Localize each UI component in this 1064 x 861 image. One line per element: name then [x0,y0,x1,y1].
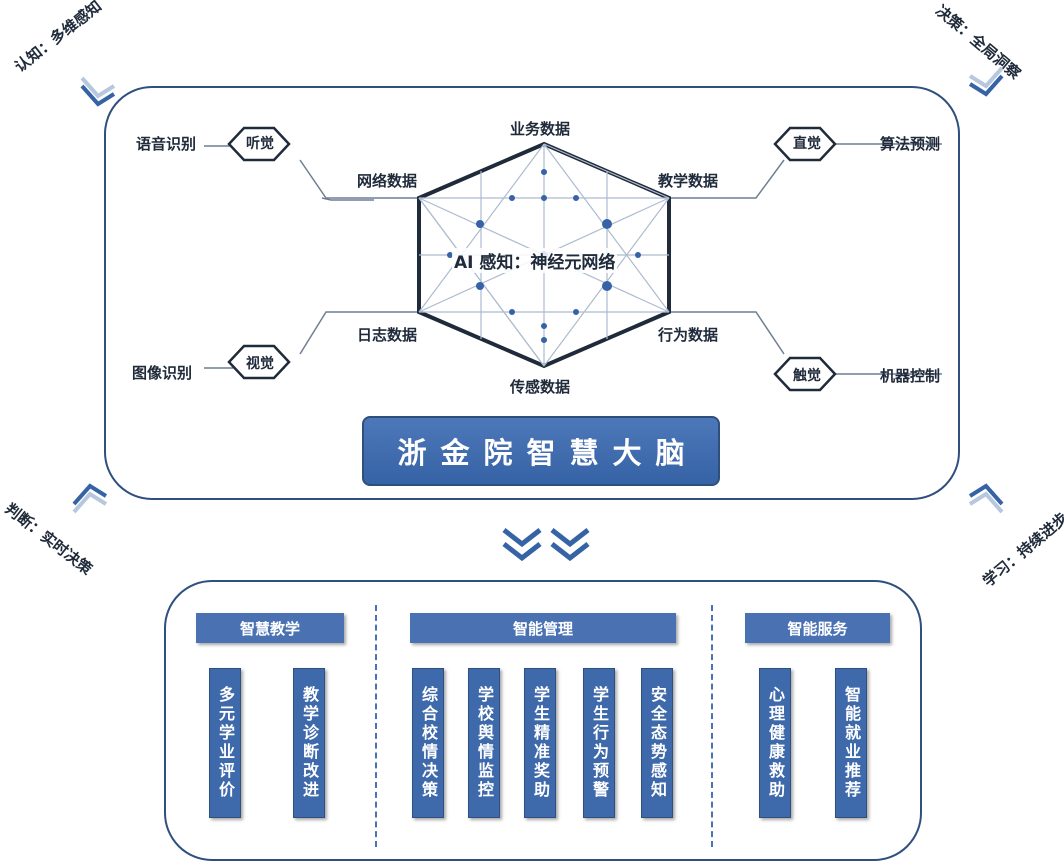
intuition-hexagon [773,126,837,162]
category-smart-management: 智能管理 [410,613,676,643]
item-opinion-monitoring: 学校舆情监控 [468,668,500,818]
category-smart-service: 智能服务 [745,613,890,643]
brain-title: 浙金院智慧大脑 [397,436,699,470]
data-label-business: 业务数据 [510,120,571,138]
sense-touch-label: 触觉 [793,368,821,384]
network-center-label: AI 感知：神经元网络 [452,248,618,273]
data-label-log: 日志数据 [357,326,418,344]
down-chevrons-icon [502,528,590,562]
brain-title-box: 浙金院智慧大脑 [362,416,720,486]
chevron-bottom-left-icon [72,483,108,514]
sense-vision-function: 图像识别 [132,364,193,382]
chevron-bottom-right-icon [968,483,1004,514]
chevron-top-right-icon [968,66,1004,97]
hearing-hexagon [227,126,291,162]
sense-intuition-label: 直觉 [793,136,821,152]
item-mental-health: 心理健康救助 [759,668,791,818]
divider-right [711,605,713,847]
touch-hexagon [773,356,837,392]
sense-vision-label: 视觉 [246,356,274,372]
item-diverse-evaluation: 多元学业评价 [209,668,241,818]
divider-left [375,605,377,847]
vision-hexagon [227,344,291,380]
sense-hearing-function: 语音识别 [136,135,197,153]
corner-label-cognition: 认知：多维感知 [11,0,106,76]
category-smart-teaching: 智慧教学 [196,613,344,643]
data-label-sensor: 传感数据 [510,378,571,396]
data-label-network: 网络数据 [357,172,418,190]
item-security-awareness: 安全态势感知 [641,668,673,818]
data-label-behavior: 行为数据 [658,326,719,344]
data-label-teaching: 教学数据 [658,172,719,190]
sense-hearing-label: 听觉 [246,136,274,152]
corner-label-learning: 学习：持续进步 [979,509,1064,591]
sense-touch-function: 机器控制 [880,367,941,385]
item-teaching-diagnosis: 教学诊断改进 [293,668,325,818]
chevron-top-left-icon [80,76,116,107]
item-campus-decision: 综合校情决策 [412,668,444,818]
sense-intuition-function: 算法预测 [880,135,941,153]
item-student-aid: 学生精准奖助 [524,668,556,818]
item-employment-recommend: 智能就业推荐 [835,668,867,818]
item-behavior-warning: 学生行为预警 [583,668,615,818]
